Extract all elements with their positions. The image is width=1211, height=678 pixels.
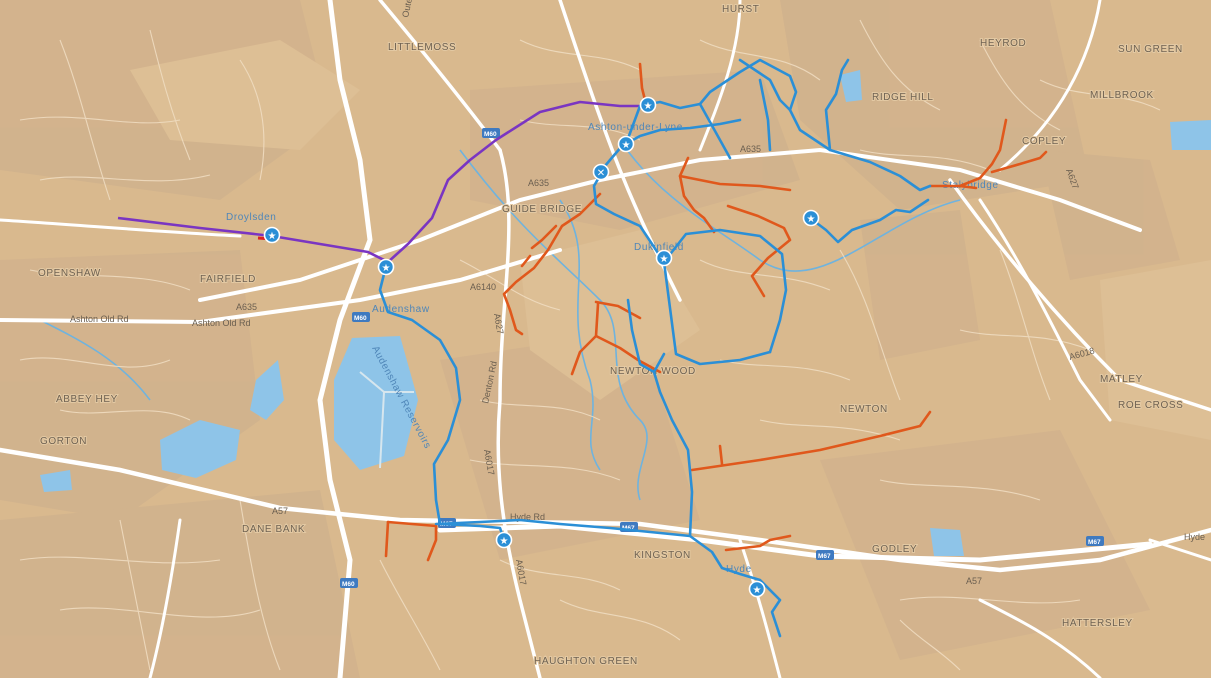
label-hyde-rd: Hyde Rd: [510, 512, 545, 522]
station-star-icon[interactable]: ★: [802, 209, 820, 227]
svg-text:★: ★: [382, 263, 391, 274]
shield-m60-a: M60: [482, 128, 500, 138]
road-a57-hyde-rd: [0, 447, 1211, 573]
svg-text:★: ★: [268, 231, 277, 242]
road-west-link: [0, 218, 242, 238]
label-copley: COPLEY: [1022, 136, 1066, 147]
svg-text:M67: M67: [818, 553, 831, 560]
route-blue[interactable]: [378, 58, 932, 638]
label-heyrod: HEYROD: [980, 38, 1026, 49]
label-fairfield: FAIRFIELD: [200, 274, 256, 285]
route-orange[interactable]: [384, 62, 1048, 562]
label-guide-bridge: GUIDE BRIDGE: [502, 204, 582, 215]
label-newton: NEWTON: [840, 404, 888, 415]
svg-text:M67: M67: [622, 525, 635, 532]
label-openshaw: OPENSHAW: [38, 268, 101, 279]
station-markers[interactable]: ★ ★ ★ ★ ✕ ★ ★ ★ ★: [263, 96, 820, 598]
shield-m60-b: M60: [352, 312, 370, 322]
label-sun-green: SUN GREEN: [1118, 44, 1183, 55]
label-dukinfield: Dukinfield: [634, 242, 684, 253]
label-stalybridge: Stalybridge: [942, 180, 999, 191]
road-south-a: [738, 538, 782, 678]
road-a6018: [948, 178, 1211, 412]
road-north-a: [698, 0, 742, 152]
route-purple[interactable]: [117, 100, 640, 264]
label-ashton-old-rd-b: Ashton Old Rd: [192, 318, 251, 328]
shield-m67-d: M67: [1086, 536, 1104, 546]
water-bodies: [40, 70, 1211, 556]
shield-m67-c: M67: [816, 550, 834, 560]
label-millbrook: MILLBROOK: [1090, 90, 1154, 101]
label-a635: A635: [236, 302, 257, 312]
label-haughton-green: HAUGHTON GREEN: [534, 656, 638, 667]
road-sw: [148, 518, 182, 678]
label-matley: MATLEY: [1100, 374, 1143, 385]
road-east: [1148, 538, 1211, 562]
station-star-icon[interactable]: ★: [748, 580, 766, 598]
svg-text:M67: M67: [1088, 539, 1101, 546]
label-a57: A57: [272, 506, 288, 516]
open-land: [130, 40, 1211, 440]
label-a6140: A6140: [470, 282, 496, 292]
svg-text:★: ★: [644, 101, 653, 112]
rivers: [39, 139, 961, 501]
road-south-b: [978, 598, 1102, 678]
svg-text:✕: ✕: [597, 168, 605, 179]
label-hurst: HURST: [722, 4, 759, 15]
label-a6017-b: A6017: [514, 559, 528, 586]
label-roe-cross: ROE CROSS: [1118, 400, 1183, 411]
label-ridge-hill: RIDGE HILL: [872, 92, 934, 103]
station-star-icon[interactable]: ★: [377, 258, 395, 276]
road-ashton-old-rd: [0, 248, 562, 325]
audenshaw-reservoir: [334, 336, 418, 470]
label-a627: A627: [492, 313, 506, 335]
label-droylsden: Droylsden: [226, 212, 276, 223]
svg-text:★: ★: [753, 585, 762, 596]
label-a635-b: A635: [740, 144, 761, 154]
label-dane-bank: DANE BANK: [242, 524, 305, 535]
label-hattersley: HATTERSLEY: [1062, 618, 1133, 629]
svg-text:★: ★: [807, 214, 816, 225]
station-close-icon[interactable]: ✕: [592, 163, 610, 181]
label-a635-c: A635: [528, 178, 549, 188]
label-gorton: GORTON: [40, 436, 87, 447]
svg-text:★: ★: [500, 536, 509, 547]
svg-text:★: ★: [660, 254, 669, 265]
label-hyde-rd-b: Hyde: [1184, 532, 1205, 542]
svg-text:★: ★: [622, 140, 631, 151]
road-a6018-b: [978, 198, 1112, 422]
label-a6017: A6017: [482, 449, 496, 476]
label-godley: GODLEY: [872, 544, 917, 555]
label-littlemoss: LITTLEMOSS: [388, 42, 456, 53]
svg-text:M60: M60: [342, 581, 355, 588]
svg-text:M60: M60: [484, 131, 497, 138]
station-star-icon[interactable]: ★: [617, 135, 635, 153]
label-a57-b: A57: [966, 576, 982, 586]
road-m67: [437, 523, 1153, 563]
label-audenshaw: Audenshaw: [372, 304, 430, 315]
label-hyde: Hyde: [726, 564, 752, 575]
label-abbey-hey: ABBEY HEY: [56, 394, 118, 405]
station-star-icon[interactable]: ★: [263, 226, 281, 244]
svg-text:M60: M60: [354, 315, 367, 322]
station-star-icon[interactable]: ★: [655, 249, 673, 267]
reservoir-dividers: [359, 371, 414, 469]
road-m60: [317, 0, 373, 678]
label-ashton: Ashton-under-Lyne: [588, 122, 683, 133]
shield-m60-c: M60: [340, 578, 358, 588]
station-star-icon[interactable]: ★: [495, 531, 513, 549]
label-kingston: KINGSTON: [634, 550, 691, 561]
minor-streets: [19, 19, 1161, 671]
station-star-icon[interactable]: ★: [639, 96, 657, 114]
road-north-b: [998, 0, 1102, 172]
label-ashton-old-rd: Ashton Old Rd: [70, 314, 129, 324]
